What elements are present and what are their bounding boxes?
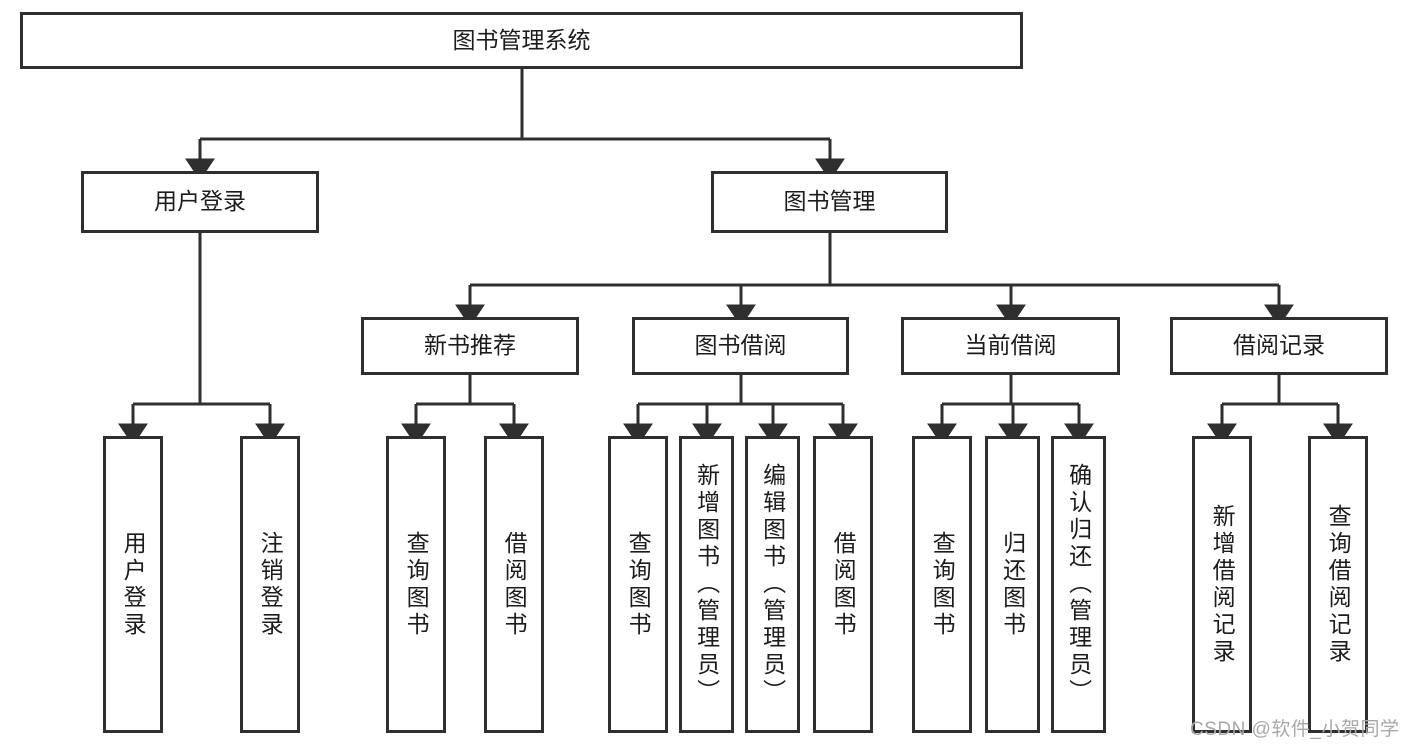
node-label-leaf-borrow-2: 借阅图书 [830, 530, 857, 639]
node-label-leaf-confirm: 确认归还（管理员） [1065, 463, 1092, 706]
node-user-login[interactable]: 用户登录 [81, 171, 319, 233]
node-label-new-book-rec: 新书推荐 [424, 332, 516, 359]
node-leaf-user-login[interactable]: 用户登录 [103, 436, 163, 733]
node-leaf-borrow-2[interactable]: 借阅图书 [813, 436, 873, 733]
node-root[interactable]: 图书管理系统 [20, 12, 1023, 69]
node-borrow-record[interactable]: 借阅记录 [1170, 317, 1388, 375]
node-leaf-add-rec[interactable]: 新增借阅记录 [1192, 436, 1252, 733]
node-leaf-edit-book[interactable]: 编辑图书（管理员） [745, 436, 800, 733]
node-label-leaf-borrow-1: 借阅图书 [501, 530, 528, 639]
node-label-leaf-add-rec: 新增借阅记录 [1209, 503, 1236, 666]
node-leaf-confirm[interactable]: 确认归还（管理员） [1051, 436, 1106, 733]
node-label-leaf-query-2: 查询图书 [625, 530, 652, 639]
node-label-leaf-return: 归还图书 [999, 530, 1026, 639]
watermark-csdn: CSDN @软件_小贺同学 [1190, 719, 1400, 740]
node-leaf-query-1[interactable]: 查询图书 [386, 436, 446, 733]
node-leaf-query-rec[interactable]: 查询借阅记录 [1308, 436, 1368, 733]
node-label-book-borrow: 图书借阅 [694, 332, 787, 359]
node-label-leaf-logout: 注销登录 [257, 530, 284, 639]
node-label-leaf-query-rec: 查询借阅记录 [1325, 503, 1352, 666]
node-label-borrow-record: 借阅记录 [1233, 332, 1325, 359]
node-label-user-login: 用户登录 [154, 188, 246, 215]
node-label-leaf-query-3: 查询图书 [929, 530, 956, 639]
node-leaf-query-3[interactable]: 查询图书 [912, 436, 972, 733]
node-label-root: 图书管理系统 [452, 26, 591, 53]
node-book-manage[interactable]: 图书管理 [711, 171, 948, 233]
node-leaf-query-2[interactable]: 查询图书 [608, 436, 668, 733]
node-label-book-manage: 图书管理 [783, 188, 876, 215]
node-leaf-borrow-1[interactable]: 借阅图书 [484, 436, 544, 733]
node-new-book-rec[interactable]: 新书推荐 [361, 317, 579, 375]
node-leaf-return[interactable]: 归还图书 [985, 436, 1040, 733]
node-book-borrow[interactable]: 图书借阅 [632, 317, 849, 375]
node-leaf-logout[interactable]: 注销登录 [240, 436, 300, 733]
node-leaf-add-book[interactable]: 新增图书（管理员） [679, 436, 734, 733]
node-current-borrow[interactable]: 当前借阅 [901, 317, 1120, 375]
node-label-leaf-add-book: 新增图书（管理员） [693, 463, 720, 706]
node-label-leaf-query-1: 查询图书 [403, 530, 430, 639]
node-label-current-borrow: 当前借阅 [964, 332, 1057, 359]
node-label-leaf-edit-book: 编辑图书（管理员） [759, 463, 786, 706]
node-label-leaf-user-login: 用户登录 [120, 530, 147, 639]
